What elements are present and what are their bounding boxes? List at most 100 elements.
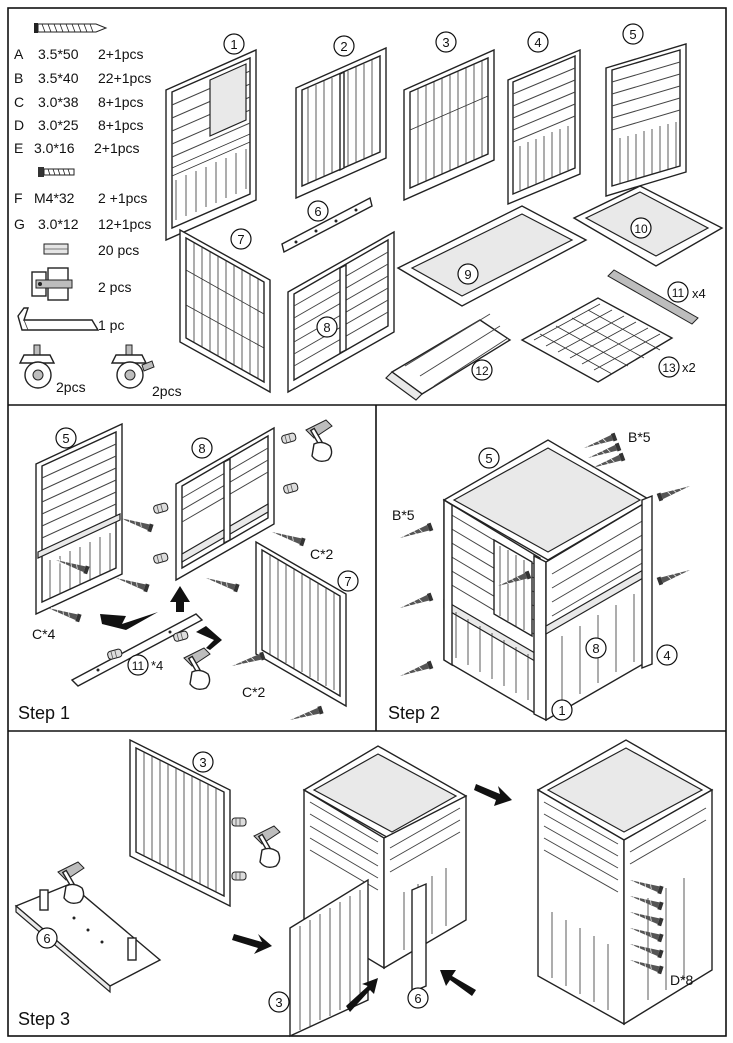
step2-number-4: 4	[663, 648, 670, 663]
step3-arrow-4	[474, 784, 512, 806]
step3-number-6a-circle	[36, 927, 58, 949]
step2-screw-8	[398, 660, 434, 681]
screw-a-id: A	[14, 46, 24, 62]
part-4-panel	[507, 48, 581, 206]
part-13-qty: x2	[682, 360, 696, 375]
step1-number-11-qty: *4	[151, 658, 163, 673]
part-13-number-circle	[658, 356, 680, 378]
step3-number-3a-circle	[192, 751, 214, 773]
step1-screw-2	[114, 573, 150, 593]
step3-number-6b-circle	[407, 987, 429, 1009]
step1-arrow-right	[196, 626, 222, 650]
part-13-mesh-tray	[520, 297, 674, 383]
bolt-g-id: G	[14, 216, 25, 232]
step3-number-3b-circle	[268, 991, 290, 1013]
step1-number-7: 7	[344, 574, 351, 589]
step3-bar-6	[14, 883, 162, 994]
step2-screw-6	[398, 522, 434, 543]
step1-screw-1	[118, 513, 154, 533]
screw-d-qty: 8+1pcs	[98, 117, 144, 133]
screw-d-id: D	[14, 117, 24, 133]
latch-qty: 2 pcs	[98, 279, 131, 295]
step1-screw-6	[204, 573, 240, 593]
part-10-number: 10	[634, 222, 648, 236]
part-11-qty: x4	[692, 286, 706, 301]
step3-dowel-1	[231, 817, 247, 827]
step1-arrow-left	[100, 612, 158, 630]
step1-number-11: 11	[132, 659, 145, 673]
step1-screw-c2a: C*2	[310, 546, 334, 562]
step1-dowel-4	[152, 552, 170, 565]
part-9-number: 9	[464, 267, 471, 282]
step1-rail	[70, 613, 204, 687]
latch-icon	[31, 267, 73, 301]
screw-e-qty: 2+1pcs	[94, 140, 140, 156]
screw-a-qty: 2+1pcs	[98, 46, 144, 62]
screw-b-size: 3.5*40	[38, 70, 79, 86]
bracket-qty: 1 pc	[98, 317, 124, 333]
part-2-panel	[295, 46, 387, 200]
step2-title: Step 2	[388, 703, 440, 723]
step2-screw-4	[656, 481, 692, 502]
bolt-icon	[38, 167, 75, 177]
part-2-number: 2	[340, 39, 347, 54]
part-11-number-circle	[667, 281, 689, 303]
step2-number-8: 8	[592, 641, 599, 656]
step2-top-opening	[452, 447, 642, 553]
part-2-number-circle	[333, 35, 355, 57]
step1-title: Step 1	[18, 703, 70, 723]
screw-e-size: 3.0*16	[34, 140, 75, 156]
step1-screw-8	[288, 705, 324, 725]
step3-number-6b: 6	[414, 991, 421, 1006]
bolt-f-id: F	[14, 190, 23, 206]
step1-number-5: 5	[62, 431, 69, 446]
caster-brake-icon	[110, 344, 155, 389]
part-7-number: 7	[237, 232, 244, 247]
step-3-diagram: 3 6	[14, 738, 714, 1038]
step3-upright-bar-6	[411, 882, 427, 994]
step1-number-5-circle	[55, 427, 77, 449]
step1-hammer-icon-1	[305, 419, 333, 463]
part-3-number: 3	[442, 35, 449, 50]
step1-screw-5	[270, 527, 306, 547]
part-12-number: 12	[475, 364, 489, 378]
step1-screw-c2b: C*2	[242, 684, 266, 700]
part-1-panel	[165, 48, 257, 242]
bracket-icon	[17, 307, 100, 331]
step3-arrow-1	[232, 934, 272, 954]
part-3-number-circle	[435, 31, 457, 53]
step1-dowel-1	[280, 432, 298, 445]
dowel-qty: 20 pcs	[98, 242, 139, 258]
step2-number-1: 1	[558, 703, 565, 718]
caster-qty-a: 2pcs	[56, 379, 86, 395]
part-7-panel	[179, 228, 271, 394]
part-5-panel	[605, 43, 687, 197]
step3-title: Step 3	[18, 1009, 70, 1029]
screw-d-size: 3.0*25	[38, 117, 79, 133]
step3-hammer-icon-1	[253, 825, 281, 869]
caster-icon	[18, 344, 56, 389]
part-8-number: 8	[323, 320, 330, 335]
part-4-number-circle	[527, 31, 549, 53]
screw-c-id: C	[14, 94, 24, 110]
part-11-number: 11	[672, 286, 685, 300]
step1-panel-7	[255, 540, 347, 708]
step2-left-face	[443, 498, 547, 722]
step1-number-11-circle	[127, 654, 149, 676]
step3-dowel-2	[231, 871, 247, 881]
bolt-g-size: 3.0*12	[38, 216, 79, 232]
part-1-number-circle	[223, 33, 245, 55]
screw-c-size: 3.0*38	[38, 94, 79, 110]
part-1-number: 1	[230, 37, 237, 52]
step1-number-8: 8	[198, 441, 205, 456]
part-13-number: 13	[662, 361, 676, 375]
part-6-number: 6	[314, 204, 321, 219]
step3-screw-d8: D*8	[670, 972, 694, 988]
step3-number-6a: 6	[43, 931, 50, 946]
step2-screw-7	[398, 592, 434, 613]
step1-number-8-circle	[191, 437, 213, 459]
caster-qty-b: 2pcs	[152, 383, 182, 399]
part-6-bar	[281, 196, 373, 254]
